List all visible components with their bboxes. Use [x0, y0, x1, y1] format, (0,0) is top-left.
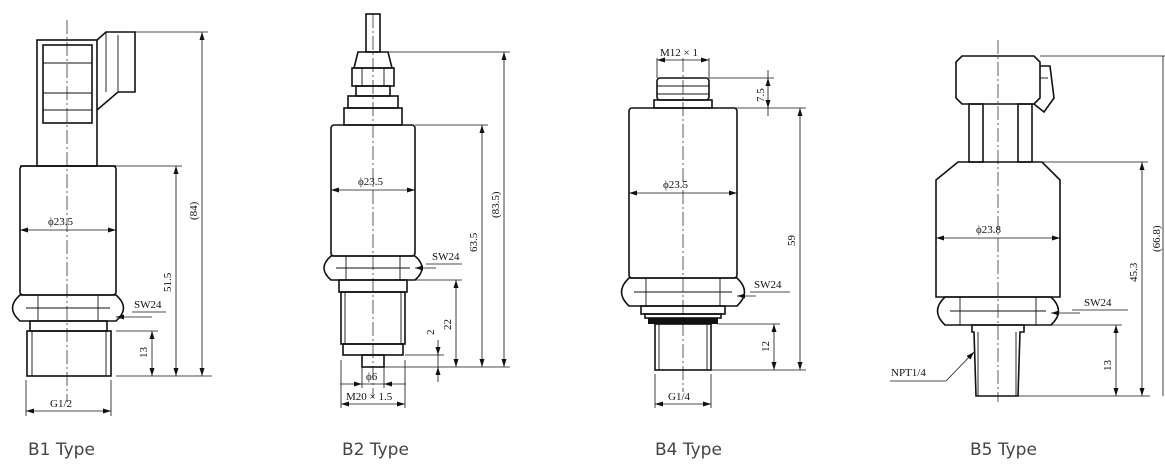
- b5-drawing: ϕ23.8 SW24 NPT1/4 13 45.3 (66.8): [890, 40, 1165, 402]
- b1-caption: B1 Type: [28, 440, 95, 460]
- b5-sw: SW24: [1084, 297, 1112, 309]
- b4-body-len: 59: [786, 235, 798, 247]
- b1-sw: SW24: [134, 299, 162, 311]
- b2-thread-len: 22: [442, 319, 454, 330]
- b4-drawing: M12 × 1 7.5 ϕ23.5 SW24 G1/4 12 59: [620, 47, 806, 408]
- b2-thread: M20 × 1.5: [346, 391, 393, 403]
- b5-thread-len: 13: [1102, 360, 1114, 372]
- b5-total: (66.8): [1151, 225, 1163, 252]
- b2-diameter: ϕ23.5: [358, 176, 384, 188]
- b4-thread: G1/4: [668, 391, 691, 403]
- b5-thread: NPT1/4: [891, 367, 926, 379]
- b1-thread-len: 13: [138, 347, 150, 359]
- b5-body-len: 45.3: [1128, 262, 1140, 282]
- b2-pin-len: 2: [425, 330, 437, 336]
- b2-sw: SW24: [432, 251, 460, 263]
- b2-drawing: ϕ23.5 SW24 ϕ6 M20 × 1.5 2 22 63.5 (83.5): [323, 13, 510, 408]
- b2-body-len: 63.5: [468, 232, 480, 252]
- b2-pin: ϕ6: [366, 371, 378, 383]
- b4-caption: B4 Type: [655, 440, 722, 460]
- b1-diameter: ϕ23.5: [48, 216, 74, 228]
- b1-drawing: ϕ23.5 SW24 G1/2 13 51.5 (84): [11, 20, 212, 416]
- b4-diameter: ϕ23.5: [663, 179, 689, 191]
- b1-body-len: 51.5: [162, 272, 174, 292]
- b2-total: (83.5): [490, 191, 502, 218]
- b2-caption: B2 Type: [342, 440, 409, 460]
- b4-connector: M12 × 1: [660, 47, 698, 59]
- b4-thread-len: 12: [760, 341, 772, 352]
- b5-caption: B5 Type: [970, 440, 1037, 460]
- b4-sw: SW24: [754, 279, 782, 291]
- b5-diameter: ϕ23.8: [976, 224, 1002, 236]
- b1-total: (84): [188, 201, 200, 220]
- b4-connector-len: 7.5: [755, 88, 767, 102]
- b1-thread: G1/2: [50, 398, 72, 410]
